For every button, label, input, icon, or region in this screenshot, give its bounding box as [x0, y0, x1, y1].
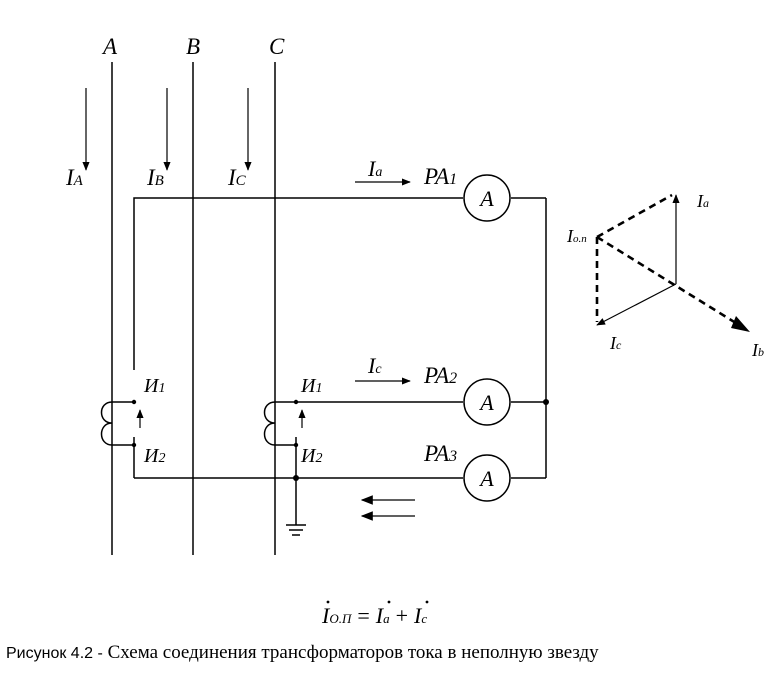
pa2-label: PA2 [423, 363, 457, 388]
ammeter-pa2: A [463, 378, 511, 426]
ammeter-symbol: A [478, 390, 494, 415]
phasor-ib-arrowhead [731, 316, 750, 332]
phasor-dashed-ia [596, 193, 673, 239]
phasor-dot [387, 600, 391, 604]
ct-right-coil-icon [263, 401, 276, 446]
bus-lines [111, 62, 276, 555]
formula: IО.П=Ia+Ic [321, 600, 429, 628]
ammeter-symbol: A [478, 466, 494, 491]
bus-b-label: B [186, 34, 200, 59]
phasor-iop-label: Io.п [566, 226, 587, 246]
pa1-label: PA1 [423, 164, 457, 189]
bus-a-label: A [101, 34, 118, 59]
phasor-dot [326, 600, 330, 604]
junction-dot [293, 475, 299, 481]
current-ic-label: Ic [367, 353, 382, 378]
ammeter-pa3: A [463, 454, 511, 502]
phasor-diagram [595, 193, 750, 332]
ground-icon [286, 524, 306, 536]
phasor-ib-vector [596, 235, 745, 330]
current-a-label: IA [65, 165, 84, 190]
ct-right-i2-label: И2 [300, 445, 322, 467]
phasor-ia-label: Ia [696, 191, 709, 211]
formula-text: IО.П=Ia+Ic [321, 603, 427, 628]
current-transformer-right [263, 401, 306, 446]
ammeter-pa1: A [463, 174, 511, 222]
junction-dot [543, 399, 549, 405]
ct-left-i2-label: И2 [143, 445, 165, 467]
current-transformer-left [100, 401, 144, 446]
wire-phase-a [133, 197, 463, 370]
caption-prefix: Рисунок 4.2 - [6, 645, 103, 662]
phasor-ib-label: Ib [751, 340, 764, 360]
bus-c-label: C [269, 34, 285, 59]
current-ia-label: Ia [367, 156, 382, 181]
current-c-label: IC [227, 165, 247, 190]
ammeter-symbol: A [478, 186, 494, 211]
ct-right-i1-label: И1 [300, 375, 322, 397]
ct-left-i1-label: И1 [143, 375, 165, 397]
caption-text: Схема соединения трансформаторов тока в … [103, 642, 599, 663]
phasor-ic-label: Ic [609, 333, 622, 353]
figure-caption: Рисунок 4.2 - Схема соединения трансформ… [6, 642, 599, 663]
current-b-label: IB [146, 165, 164, 190]
secondary-wiring [133, 197, 547, 525]
pa3-label: PA3 [423, 441, 457, 466]
phasor-ic-vector [596, 283, 677, 326]
phasor-dot [425, 600, 429, 604]
ct-left-coil-icon [100, 401, 113, 446]
